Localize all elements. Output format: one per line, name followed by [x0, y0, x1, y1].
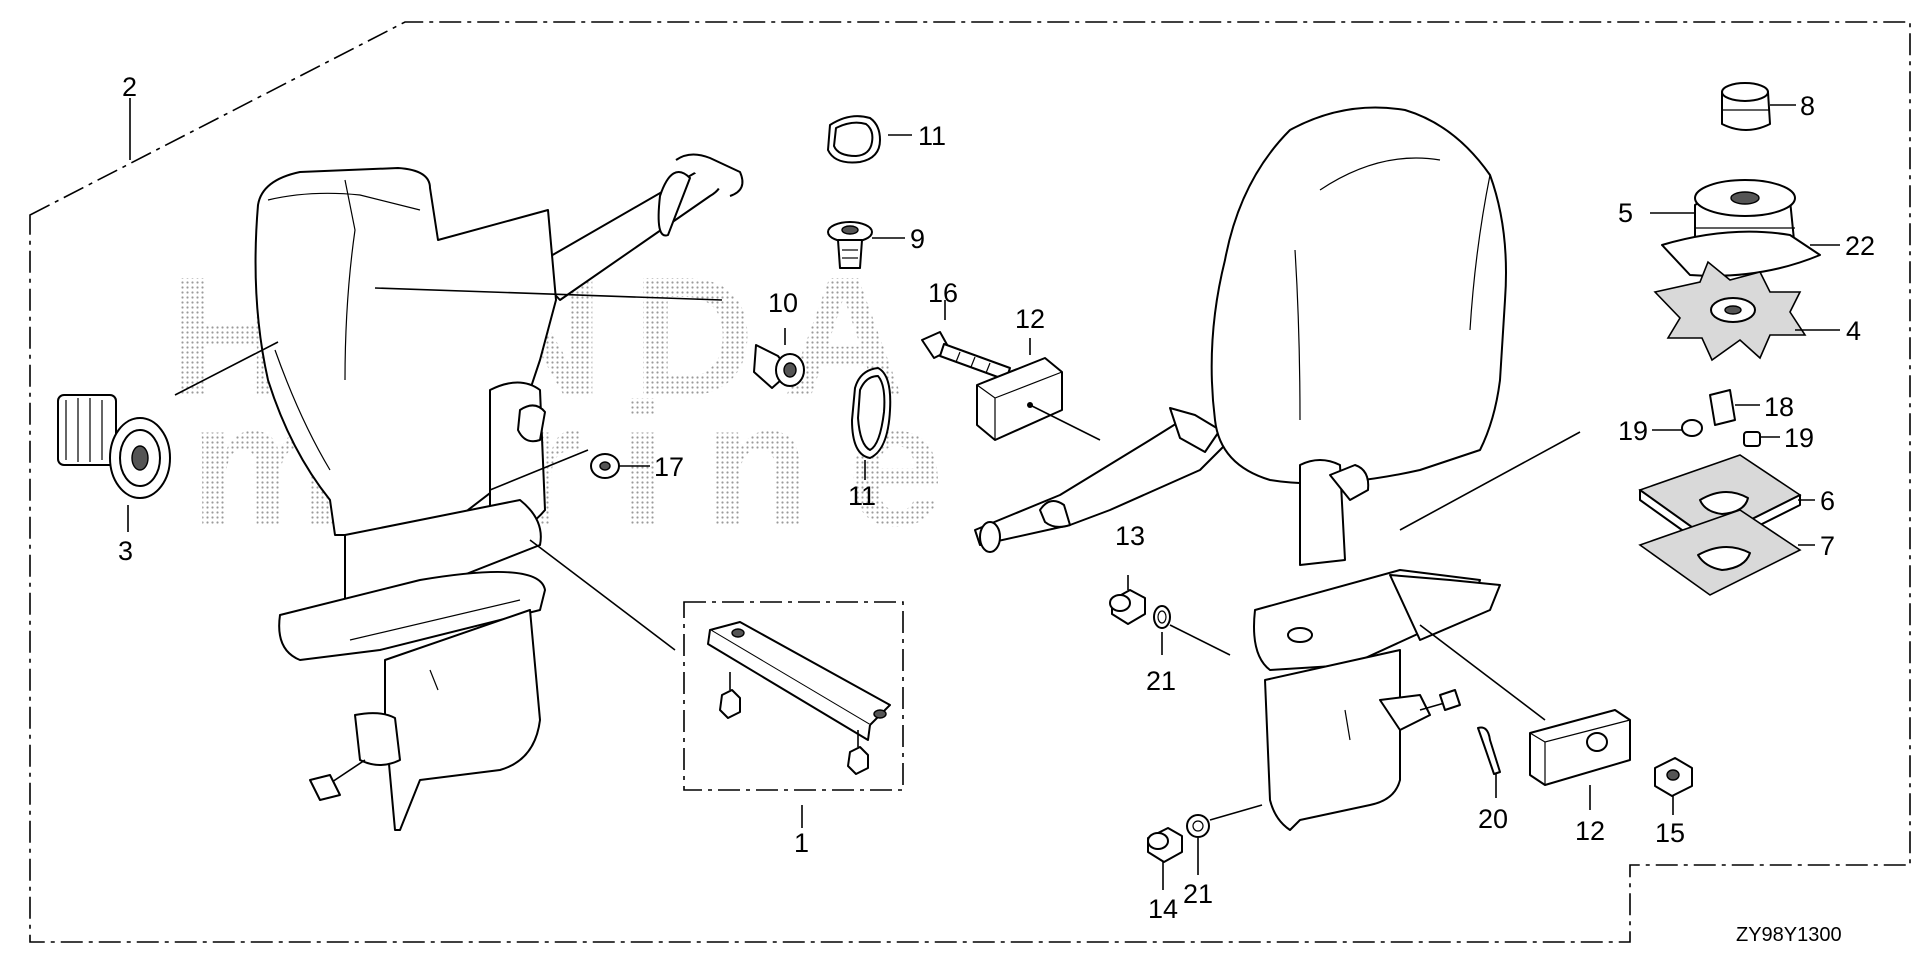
callout-3: 3: [118, 536, 133, 566]
callout-21-top: 21: [1146, 666, 1176, 696]
callout-13: 13: [1115, 521, 1145, 551]
callout-11-top: 11: [918, 121, 946, 151]
callout-12-top: 12: [1015, 304, 1045, 334]
part-13-plug: [1109, 575, 1146, 625]
callout-18: 18: [1764, 392, 1794, 422]
callout-17: 17: [654, 452, 684, 482]
callout-9: 9: [910, 224, 925, 254]
part-21-washer-bottom: [1186, 804, 1263, 875]
part-6-plate: [1638, 454, 1815, 551]
part-17-washer: [590, 453, 650, 479]
part-21-washer-top: [1153, 605, 1231, 656]
part-19-pin-right: [1743, 431, 1780, 447]
part-3-oil-filter: [57, 394, 171, 499]
part-19-pin-left: [1652, 419, 1703, 437]
diagram-code: ZY98Y1300: [1736, 924, 1842, 946]
part-9-thermostat: [827, 221, 905, 269]
callout-1: 1: [794, 828, 809, 858]
part-12-anode-top: [976, 338, 1101, 441]
part-12-anode-bottom: [1419, 624, 1631, 810]
part-10-valve: [753, 328, 805, 389]
callout-20: 20: [1478, 804, 1508, 834]
outboard-motor-left: [254, 153, 744, 831]
part-22-gasket: [1661, 230, 1840, 277]
callout-4: 4: [1846, 316, 1861, 346]
outboard-motor-right: [974, 106, 1507, 831]
callout-labels: 1 2 3 4 5 6 7 8 9 10 11 11 12 12 13 14 1…: [118, 72, 1875, 946]
callout-5: 5: [1618, 198, 1633, 228]
callout-14: 14: [1148, 894, 1178, 924]
callout-22: 22: [1845, 231, 1875, 261]
callout-2: 2: [122, 72, 137, 102]
callout-11-mid: 11: [848, 481, 876, 511]
callout-16: 16: [928, 278, 958, 308]
part-1-anode-kit: [707, 621, 891, 775]
callout-10: 10: [768, 288, 798, 318]
part-11-o-ring-mid: [851, 367, 892, 480]
callout-21-bottom: 21: [1183, 879, 1213, 909]
callout-6: 6: [1820, 486, 1835, 516]
assembly-boundary: [29, 21, 1911, 943]
callout-15: 15: [1655, 818, 1685, 848]
callout-19-right: 19: [1784, 423, 1814, 453]
callout-7: 7: [1820, 531, 1835, 561]
part-7-gasket-plate: [1638, 509, 1815, 596]
kit-1-boundary: [683, 601, 904, 791]
part-15-nut: [1654, 757, 1693, 815]
part-8-grommet: [1721, 82, 1796, 131]
part-4-impeller: [1653, 260, 1840, 362]
callout-19-left: 19: [1618, 416, 1648, 446]
part-20-cotter-pin: [1477, 726, 1501, 798]
part-11-o-ring-top: [827, 115, 881, 164]
part-18-key: [1709, 389, 1760, 426]
part-14-plug: [1147, 827, 1183, 890]
leader-lines: [127, 98, 1581, 828]
part-16-bolt: [921, 300, 1011, 381]
callout-12-bottom: 12: [1575, 816, 1605, 846]
callout-8: 8: [1800, 91, 1815, 121]
